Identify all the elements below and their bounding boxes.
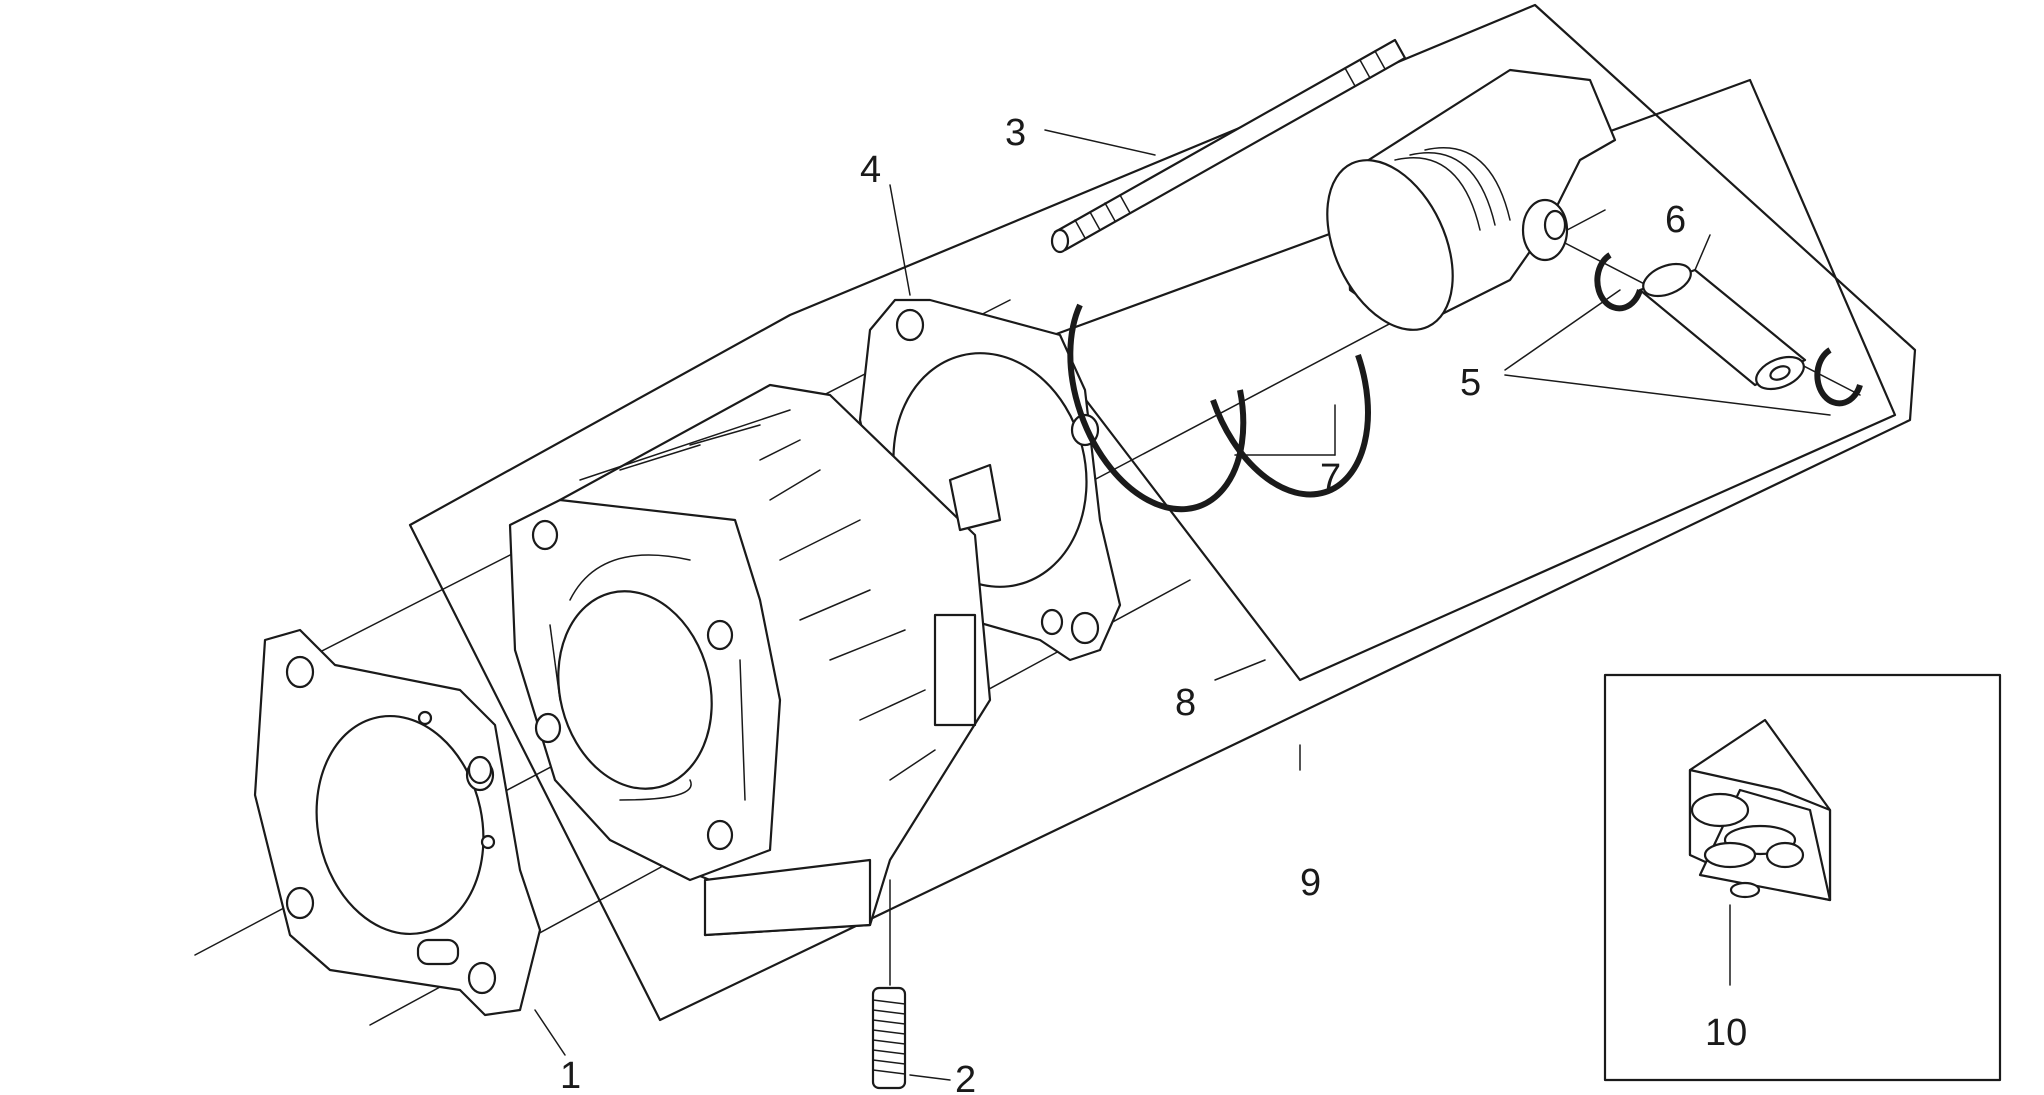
long-stud-part-3	[1050, 38, 1407, 254]
leader-lines	[534, 129, 1831, 1081]
callout-6: 6	[1665, 199, 1686, 241]
callout-10: 10	[1705, 1012, 1747, 1054]
gasket-kit-part-10	[1688, 718, 1832, 902]
callout-3: 3	[1005, 112, 1026, 154]
callout-9: 9	[1300, 862, 1321, 904]
callout-labels: 1 2 3 4 5 6 7 8 9 10	[560, 112, 1747, 1095]
callout-4: 4	[860, 149, 881, 191]
piston	[1326, 68, 1617, 331]
callout-8: 8	[1175, 682, 1196, 724]
cylinder-body	[467, 383, 1002, 937]
kit-outline-9	[408, 3, 1917, 1022]
wrist-pin-part-6	[1638, 262, 1807, 391]
callout-5: 5	[1460, 362, 1481, 404]
short-stud-part-2	[871, 986, 907, 1090]
inset-box-10	[1603, 673, 2002, 1082]
piston-rings-part-7	[1067, 303, 1371, 513]
callout-2: 2	[955, 1059, 976, 1095]
callout-1: 1	[560, 1055, 581, 1095]
callout-7: 7	[1320, 457, 1341, 499]
base-gasket-part-1	[253, 628, 542, 1017]
